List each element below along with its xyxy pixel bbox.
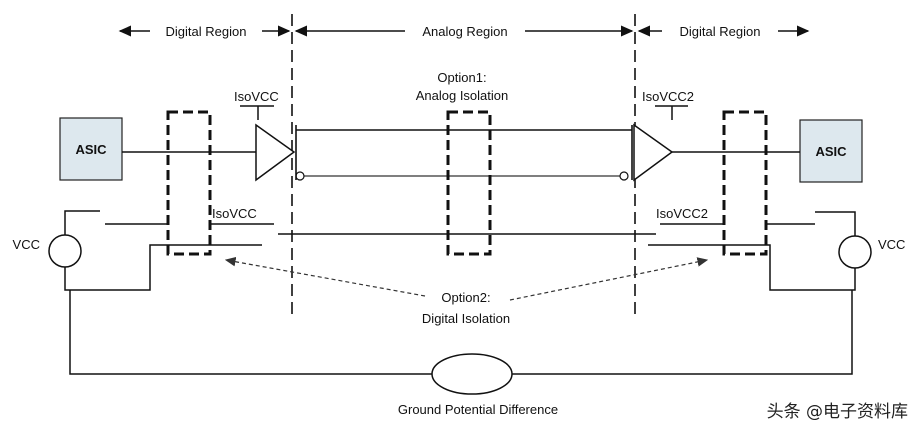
right-digital-isolator xyxy=(722,110,768,256)
vcc-right-source xyxy=(838,235,872,269)
option1-subtitle: Analog Isolation xyxy=(416,88,509,103)
left-driver-triangle xyxy=(255,123,296,182)
iso-vcc-mid-left-label: IsoVCC xyxy=(212,206,257,221)
asic-left-label: ASIC xyxy=(75,142,107,157)
right-receiver-triangle xyxy=(633,123,674,182)
vcc-left-source xyxy=(48,234,82,268)
vcc-right-label: VCC xyxy=(878,237,905,252)
ground-potential-source xyxy=(431,353,513,395)
iso-vcc-top-left-label: IsoVCC xyxy=(234,89,279,104)
left-signal-wires xyxy=(64,105,274,291)
iso-vcc2-top-right-label: IsoVCC2 xyxy=(642,89,694,104)
option2-title: Option2: xyxy=(441,290,490,305)
region-label-left: Digital Region xyxy=(166,24,247,39)
vcc-left-label: VCC xyxy=(13,237,40,252)
option2-arrow-right xyxy=(509,257,709,301)
analog-transmission-lines xyxy=(278,129,656,235)
asic-left-block xyxy=(59,117,123,181)
watermark: 头条 @电子资料库 xyxy=(766,402,908,422)
ground-loop-wire xyxy=(69,290,853,375)
left-digital-isolator xyxy=(166,110,212,256)
option2-arrow-left xyxy=(224,256,426,297)
region-label-right: Digital Region xyxy=(680,24,761,39)
asic-right-label: ASIC xyxy=(815,144,847,159)
ground-potential-label: Ground Potential Difference xyxy=(398,402,558,417)
right-line-terminal xyxy=(619,171,629,181)
left-line-terminal xyxy=(295,171,305,181)
region-label-center: Analog Region xyxy=(422,24,507,39)
iso-vcc2-mid-right-label: IsoVCC2 xyxy=(656,206,708,221)
asic-right-block xyxy=(799,119,863,183)
right-signal-wires xyxy=(648,105,856,291)
option2-subtitle: Digital Isolation xyxy=(422,311,510,326)
analog-isolator xyxy=(446,110,492,256)
option1-title: Option1: xyxy=(437,70,486,85)
